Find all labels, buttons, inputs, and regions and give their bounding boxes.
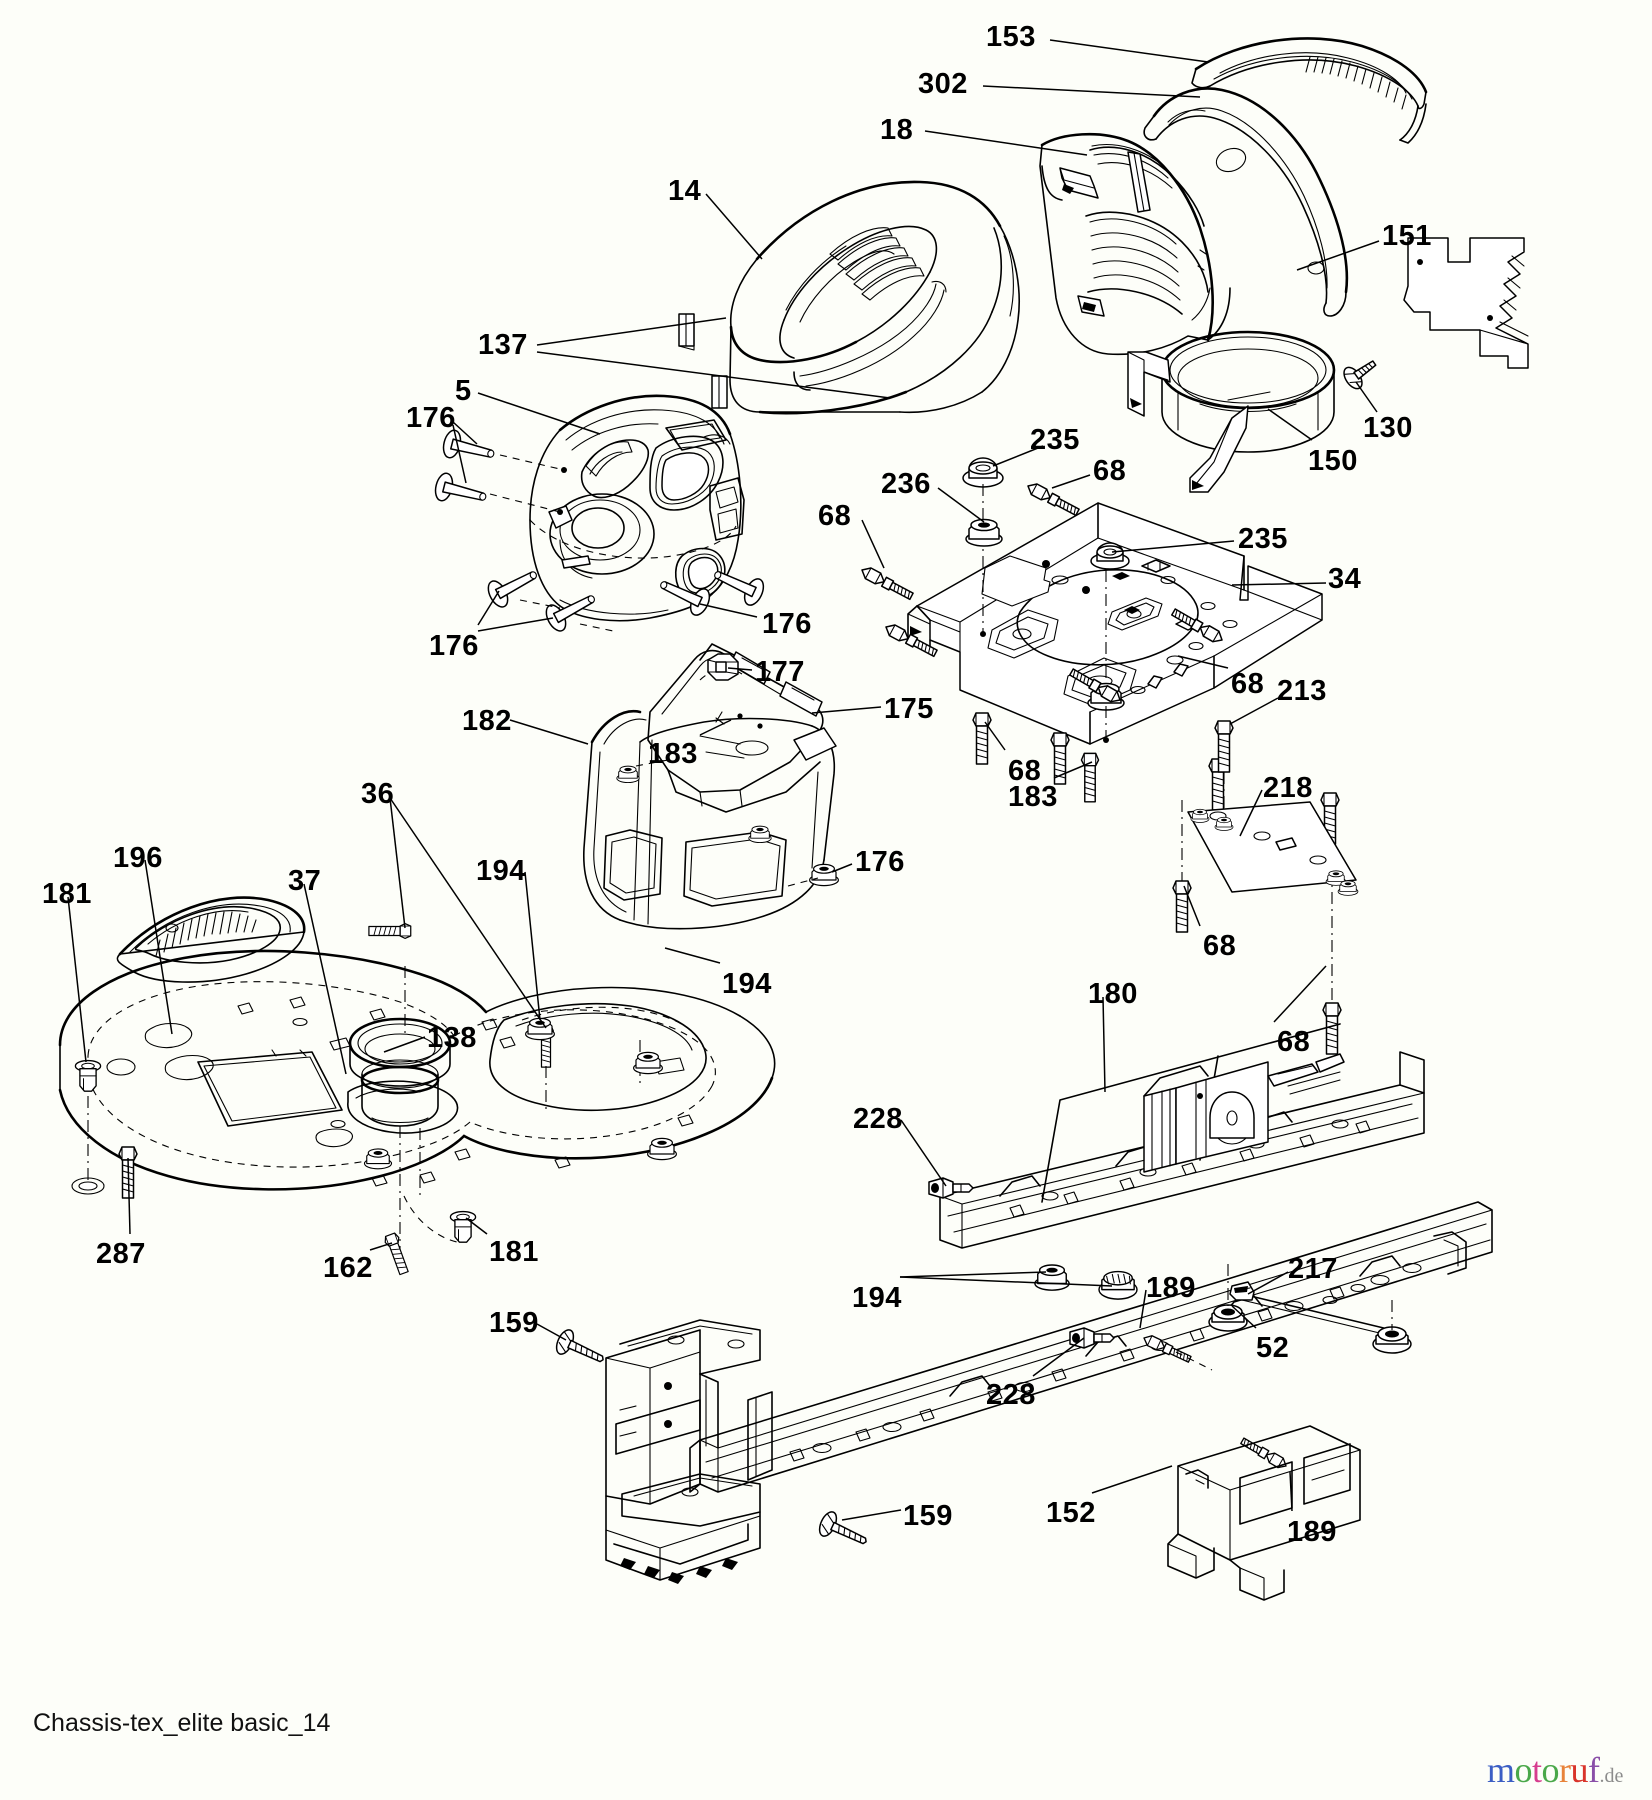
part-217-rod bbox=[1229, 1281, 1393, 1337]
callout-176-a: 176 bbox=[406, 402, 456, 434]
motoruf-watermark: motoruf.de bbox=[1487, 1752, 1623, 1788]
leader-lines bbox=[67, 39, 1380, 1521]
callout-68-a: 68 bbox=[1093, 455, 1127, 487]
part-159-screw-b bbox=[818, 1511, 867, 1545]
callout-228-b: 228 bbox=[986, 1379, 1036, 1411]
watermark-letter-o2: o bbox=[1541, 1750, 1560, 1790]
callout-183-b: 183 bbox=[1008, 781, 1058, 813]
part-182-lower-dash-panel bbox=[583, 709, 840, 930]
callout-14: 14 bbox=[668, 175, 702, 207]
callout-151: 151 bbox=[1382, 220, 1432, 252]
part-37-fender-footboard bbox=[58, 949, 776, 1191]
part-235-grommet-top bbox=[962, 457, 1004, 488]
watermark-letter-o1: o bbox=[1514, 1750, 1533, 1790]
part-159-screw-a bbox=[555, 1329, 604, 1363]
part-151-bracket bbox=[1403, 237, 1529, 369]
callout-68-b: 68 bbox=[818, 500, 852, 532]
part-176-fasteners-lower bbox=[483, 560, 768, 635]
callout-218: 218 bbox=[1263, 772, 1313, 804]
watermark-letter-u: u bbox=[1570, 1750, 1589, 1790]
callout-68-f: 68 bbox=[1277, 1026, 1311, 1058]
callout-177: 177 bbox=[755, 656, 805, 688]
callout-175: 175 bbox=[884, 693, 934, 725]
part-180-chassis-frame bbox=[605, 1023, 1493, 1584]
callout-68-d: 68 bbox=[1008, 755, 1042, 787]
part-194-nut-lower bbox=[363, 1148, 393, 1170]
callout-182: 182 bbox=[462, 705, 512, 737]
part-52-nut-right bbox=[1372, 1326, 1412, 1354]
callout-189-b: 189 bbox=[1287, 1516, 1337, 1548]
part-52-nut bbox=[1208, 1304, 1248, 1332]
part-150-tank-ring bbox=[1127, 330, 1336, 493]
part-194-nut-frame-a bbox=[1034, 1264, 1070, 1291]
watermark-letter-f: f bbox=[1588, 1750, 1600, 1790]
part-235-grommet-plate bbox=[1090, 542, 1130, 570]
callout-5: 5 bbox=[455, 375, 472, 407]
callout-138: 138 bbox=[427, 1022, 477, 1054]
part-194-nut-frame-b bbox=[1098, 1270, 1138, 1300]
watermark-letter-t: t bbox=[1532, 1750, 1542, 1790]
watermark-letter-m: m bbox=[1487, 1750, 1515, 1790]
callout-196: 196 bbox=[113, 842, 163, 874]
callout-130: 130 bbox=[1363, 412, 1413, 444]
callout-194-b: 194 bbox=[722, 968, 772, 1000]
part-153-grille-insert bbox=[1191, 37, 1428, 144]
part-18-front-grille-panel bbox=[1039, 132, 1231, 356]
callout-152: 152 bbox=[1046, 1497, 1096, 1529]
callout-150: 150 bbox=[1308, 445, 1358, 477]
callout-189-a: 189 bbox=[1146, 1272, 1196, 1304]
callout-213: 213 bbox=[1277, 675, 1327, 707]
callout-183-a: 183 bbox=[648, 738, 698, 770]
callout-180: 180 bbox=[1088, 978, 1138, 1010]
callout-235-b: 235 bbox=[1238, 523, 1288, 555]
callout-176-d: 176 bbox=[855, 846, 905, 878]
part-196-grille-cover bbox=[116, 896, 306, 983]
callout-181-b: 181 bbox=[489, 1236, 539, 1268]
callout-18: 18 bbox=[880, 114, 914, 146]
part-34-floor-plate bbox=[907, 502, 1323, 745]
part-194-nuts-fender bbox=[524, 1017, 678, 1161]
watermark-letter-r: r bbox=[1559, 1750, 1571, 1790]
callout-159-a: 159 bbox=[489, 1307, 539, 1339]
callout-228-a: 228 bbox=[853, 1103, 903, 1135]
callout-68-e: 68 bbox=[1203, 930, 1237, 962]
callout-162: 162 bbox=[323, 1252, 373, 1284]
callout-236-a: 236 bbox=[881, 468, 931, 500]
callout-153: 153 bbox=[986, 21, 1036, 53]
part-138-filler-neck bbox=[348, 1017, 452, 1127]
callout-52: 52 bbox=[1256, 1332, 1290, 1364]
part-36-screws bbox=[368, 923, 554, 1110]
callout-181-a: 181 bbox=[42, 878, 92, 910]
callout-217: 217 bbox=[1288, 1253, 1338, 1285]
callout-302: 302 bbox=[918, 68, 968, 100]
callout-287: 287 bbox=[96, 1238, 146, 1270]
callout-235-a: 235 bbox=[1030, 424, 1080, 456]
callout-36: 36 bbox=[361, 778, 395, 810]
part-218-bracket bbox=[1187, 801, 1359, 896]
callout-68-c: 68 bbox=[1231, 668, 1265, 700]
callout-194-a: 194 bbox=[476, 855, 526, 887]
part-14-hood bbox=[678, 180, 1020, 415]
diagram-caption: Chassis-tex_elite basic_14 bbox=[33, 1709, 331, 1737]
part-152-shield bbox=[1167, 1425, 1361, 1601]
part-228-fitting-lower bbox=[1069, 1327, 1115, 1349]
callout-176-b: 176 bbox=[762, 608, 812, 640]
callout-176-c: 176 bbox=[429, 630, 479, 662]
part-228-fitting-upper bbox=[928, 1177, 974, 1199]
callout-194-c: 194 bbox=[852, 1282, 902, 1314]
callout-159-b: 159 bbox=[903, 1500, 953, 1532]
callout-137: 137 bbox=[478, 329, 528, 361]
callout-37: 37 bbox=[288, 865, 322, 897]
callout-34: 34 bbox=[1328, 563, 1362, 595]
part-177-nut bbox=[707, 653, 739, 681]
watermark-suffix: .de bbox=[1599, 1765, 1624, 1787]
part-236-nut-top bbox=[965, 518, 1003, 547]
